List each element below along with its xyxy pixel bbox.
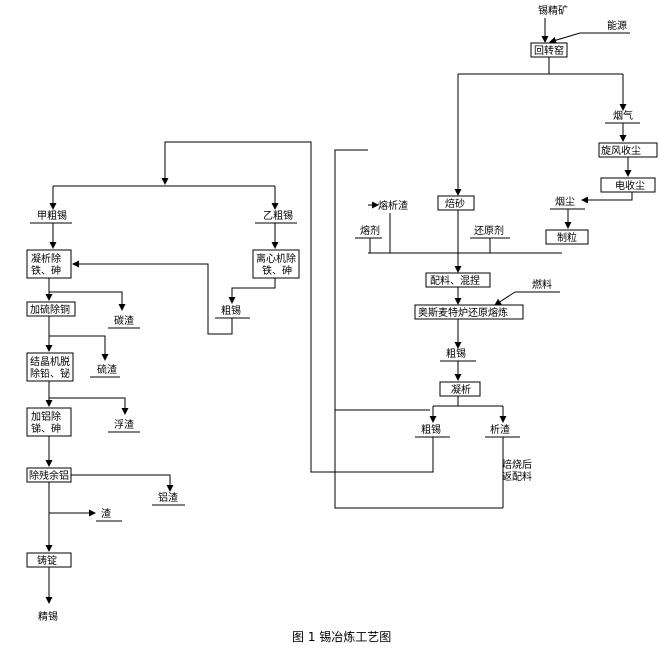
arrow-to-sulfur-slag [49, 335, 109, 361]
box-al [26, 407, 72, 437]
label-pelletize: 制粒 [557, 231, 577, 244]
label-fuel: 燃料 [532, 278, 552, 291]
box-centrifuge [252, 249, 300, 279]
arrow-esp-dust [581, 192, 633, 204]
line-return-to-slag-input [334, 149, 503, 509]
label-liquation-slag-top: 熔析渣 [378, 199, 408, 212]
label-calcine: 焙砂 [445, 197, 465, 210]
box-liquation [439, 381, 481, 397]
arrow-to-scum [49, 397, 129, 415]
label-crude-tin-a: 甲粗锡 [37, 209, 67, 222]
label-al-2: 锑、砷 [31, 422, 61, 435]
label-liquation: 凝析 [451, 383, 471, 396]
label-crystallizer-2: 除铅、铋 [30, 367, 70, 380]
label-mixing: 配料、混捏 [430, 274, 480, 287]
label-centrifuge-1: 离心机除 [256, 252, 296, 265]
label-flue-gas: 烟气 [613, 109, 633, 122]
label-rotary-kiln: 回转窑 [534, 44, 564, 57]
label-dust: 烟尘 [555, 195, 575, 208]
box-ausmelt [414, 304, 524, 320]
label-al-1: 加铝除 [31, 410, 61, 423]
label-ausmelt: 奥斯麦特炉还原熔炼 [418, 306, 508, 319]
label-crude-tin-1: 粗锡 [446, 347, 466, 360]
label-reductant: 还原剂 [474, 224, 504, 237]
label-liquation-slag: 析渣 [490, 423, 510, 436]
box-sulfur-cu [26, 301, 76, 317]
arrow-energy-kiln [549, 32, 581, 44]
arrow-to-carbon-slag [49, 291, 126, 311]
label-crude-tin-left: 粗锡 [221, 304, 241, 317]
label-crude-tin-b: 乙粗锡 [263, 209, 293, 222]
label-energy: 能源 [607, 19, 627, 32]
arrow-to-al-slag [71, 474, 174, 492]
label-tin-concentrate: 锡精矿 [538, 4, 568, 17]
arrow-crude-back [72, 260, 233, 335]
label-liquation-fe-as-2: 铁、砷 [31, 264, 61, 277]
arrow-centrifuge-crude [228, 278, 276, 304]
box-liquation-fe-as [26, 249, 72, 279]
label-liquation-fe-as-1: 凝析除 [31, 252, 61, 265]
line-crude2-to-refining [161, 141, 434, 473]
label-flux: 熔剂 [360, 224, 380, 237]
label-carbon-slag: 碳渣 [114, 314, 134, 327]
label-refined-tin: 精锡 [38, 610, 58, 623]
label-return-batch: 返配料 [502, 470, 532, 483]
box-calcine [437, 195, 475, 211]
label-crystallizer-1: 结晶机脱 [30, 355, 70, 368]
label-sulfur-cu: 加硫除铜 [30, 303, 70, 316]
figure-caption: 图 1 锡冶炼工艺图 [292, 629, 391, 644]
label-scum: 浮渣 [114, 418, 134, 431]
label-residual-al: 除残余铝 [29, 469, 69, 482]
arrow-fuel-ausmelt [494, 291, 516, 306]
label-esp: 电收尘 [615, 179, 645, 192]
label-al-slag: 铝渣 [158, 491, 178, 504]
label-sulfur-slag: 硫渣 [97, 363, 117, 376]
label-slag: 渣 [101, 507, 111, 520]
right-branch: 锡精矿 能源 回转窑 烟气 旋风收尘 电收尘 烟尘 制粒 焙砂 熔析渣 熔剂 [161, 4, 658, 509]
label-crude-tin-2: 粗锡 [421, 423, 441, 436]
box-esp [600, 177, 656, 193]
label-after-roast: 焙烧后 [502, 458, 532, 471]
label-casting: 铸锭 [37, 554, 57, 567]
left-branch: 甲粗锡 乙粗锡 凝析除 铁、砷 离心机除 铁、砷 粗锡 加硫除铜 碳渣 硫渣 结… [26, 185, 300, 623]
label-cyclone: 旋风收尘 [601, 144, 641, 157]
label-centrifuge-2: 铁、砷 [262, 264, 292, 277]
box-crystallizer [26, 352, 74, 382]
box-pelletize [545, 229, 589, 245]
